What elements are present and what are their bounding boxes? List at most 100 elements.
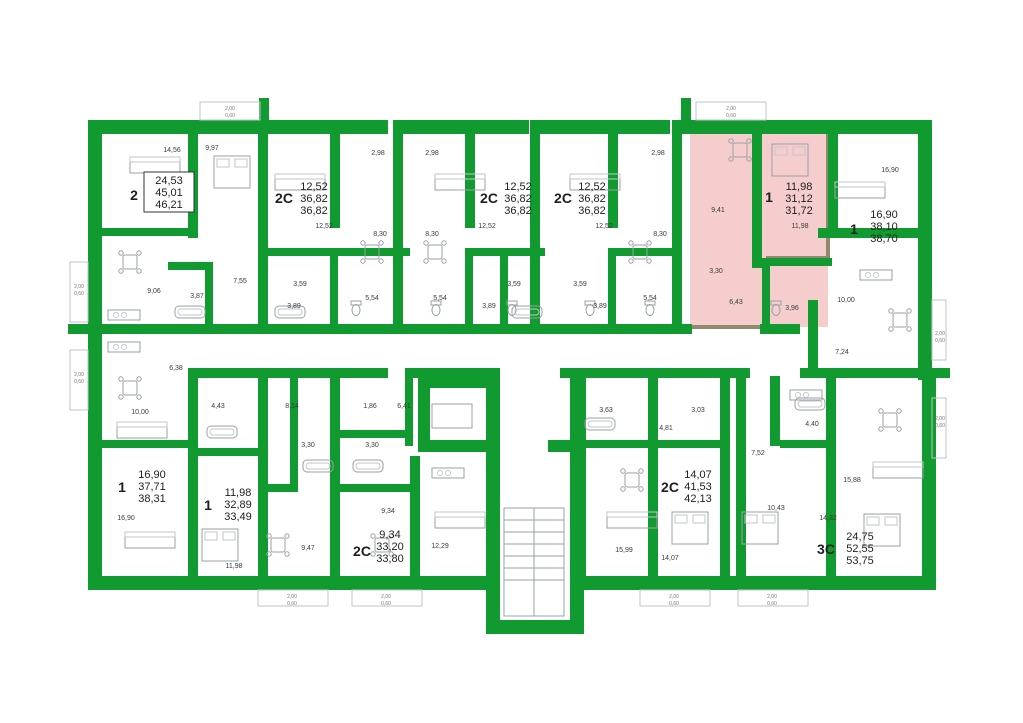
svg-text:6,38: 6,38 — [169, 365, 183, 372]
apartment-badges: 2 24,53 45,01 46,21 2С 12,52 36,82 36,82… — [118, 171, 898, 567]
svg-text:32,89: 32,89 — [224, 499, 252, 511]
room-labels: 14,56 9,97 2,98 2,98 2,98 16,90 12,52 8,… — [117, 145, 899, 570]
svg-text:14,07: 14,07 — [661, 555, 679, 562]
apartment-badge[interactable]: 2С 12,52 36,82 36,82 — [554, 181, 606, 217]
svg-text:41,53: 41,53 — [684, 481, 712, 493]
svg-text:36,82: 36,82 — [300, 205, 328, 217]
svg-text:2С: 2С — [353, 543, 371, 559]
svg-text:12,52: 12,52 — [478, 223, 496, 230]
svg-text:8,14: 8,14 — [285, 403, 299, 410]
svg-text:11,98: 11,98 — [786, 181, 813, 193]
svg-text:3С: 3С — [817, 541, 835, 557]
svg-text:0,60: 0,60 — [225, 113, 235, 119]
svg-text:4,81: 4,81 — [659, 425, 673, 432]
svg-text:36,82: 36,82 — [504, 193, 532, 205]
svg-text:10,00: 10,00 — [837, 297, 855, 304]
apartment-badge[interactable]: 1 11,98 32,89 33,49 — [204, 487, 252, 523]
svg-text:11,98: 11,98 — [225, 487, 252, 499]
svg-text:16,90: 16,90 — [881, 167, 899, 174]
svg-text:24,75: 24,75 — [846, 531, 874, 543]
svg-text:3,59: 3,59 — [293, 281, 307, 288]
svg-text:3,03: 3,03 — [691, 407, 705, 414]
svg-text:2,00: 2,00 — [74, 284, 84, 290]
svg-text:2,00: 2,00 — [287, 594, 297, 600]
apartment-badge[interactable]: 1 16,90 38,10 38,70 — [850, 209, 898, 245]
svg-text:2,98: 2,98 — [651, 150, 665, 157]
svg-text:3,96: 3,96 — [785, 305, 799, 312]
svg-text:5,54: 5,54 — [365, 295, 379, 302]
svg-text:0,60: 0,60 — [74, 291, 84, 297]
svg-text:2,98: 2,98 — [425, 150, 439, 157]
svg-text:9,41: 9,41 — [711, 207, 725, 214]
svg-text:2С: 2С — [661, 479, 679, 495]
svg-text:3,89: 3,89 — [482, 303, 496, 310]
svg-text:45,01: 45,01 — [155, 187, 183, 199]
svg-text:0,60: 0,60 — [767, 601, 777, 607]
svg-text:8,30: 8,30 — [653, 231, 667, 238]
svg-text:12,52: 12,52 — [504, 181, 532, 193]
svg-text:36,82: 36,82 — [578, 205, 606, 217]
apartment-badge[interactable]: 2 24,53 45,01 46,21 — [130, 171, 195, 213]
svg-text:2,00: 2,00 — [74, 372, 84, 378]
svg-text:9,97: 9,97 — [205, 145, 219, 152]
svg-text:0,60: 0,60 — [381, 601, 391, 607]
svg-text:36,82: 36,82 — [300, 193, 328, 205]
svg-text:0,60: 0,60 — [74, 379, 84, 385]
svg-text:12,29: 12,29 — [431, 543, 449, 550]
svg-text:3,89: 3,89 — [287, 303, 301, 310]
apartment-badge[interactable]: 3С 24,75 52,55 53,75 — [817, 531, 874, 567]
svg-text:0,60: 0,60 — [669, 601, 679, 607]
svg-text:12,52: 12,52 — [578, 181, 606, 193]
svg-text:12,52: 12,52 — [315, 223, 333, 230]
svg-text:31,72: 31,72 — [785, 205, 813, 217]
svg-text:33,80: 33,80 — [376, 553, 404, 565]
svg-text:7,24: 7,24 — [835, 349, 849, 356]
svg-text:12,52: 12,52 — [595, 223, 613, 230]
svg-text:3,30: 3,30 — [365, 442, 379, 449]
svg-text:9,47: 9,47 — [301, 545, 315, 552]
balconies — [69, 101, 947, 607]
svg-text:2: 2 — [130, 187, 138, 203]
apartment-badge[interactable]: 2С 12,52 36,82 36,82 — [480, 181, 532, 217]
svg-text:9,06: 9,06 — [147, 288, 161, 295]
svg-text:16,90: 16,90 — [117, 515, 135, 522]
svg-text:2,00: 2,00 — [767, 594, 777, 600]
svg-text:15,99: 15,99 — [615, 547, 633, 554]
svg-text:7,55: 7,55 — [233, 278, 247, 285]
walls — [68, 98, 950, 634]
svg-text:2С: 2С — [554, 190, 572, 206]
svg-text:3,87: 3,87 — [190, 293, 204, 300]
apartment-badge[interactable]: 1 16,90 37,71 38,31 — [118, 469, 166, 505]
svg-text:3,59: 3,59 — [507, 281, 521, 288]
svg-text:4,43: 4,43 — [211, 403, 225, 410]
svg-text:3,89: 3,89 — [593, 303, 607, 310]
svg-text:33,20: 33,20 — [376, 541, 404, 553]
apartment-badge[interactable]: 2С 12,52 36,82 36,82 — [275, 181, 328, 217]
svg-text:6,41: 6,41 — [397, 403, 411, 410]
svg-text:3,59: 3,59 — [573, 281, 587, 288]
svg-text:6,43: 6,43 — [729, 299, 743, 306]
svg-text:2,00: 2,00 — [669, 594, 679, 600]
svg-text:36,82: 36,82 — [504, 205, 532, 217]
svg-text:24,53: 24,53 — [155, 175, 183, 187]
svg-text:1: 1 — [204, 497, 212, 513]
svg-text:16,90: 16,90 — [870, 209, 898, 221]
svg-text:1: 1 — [765, 189, 773, 205]
svg-text:38,31: 38,31 — [138, 493, 166, 505]
svg-text:37,71: 37,71 — [138, 481, 166, 493]
svg-text:2С: 2С — [480, 190, 498, 206]
svg-text:36,82: 36,82 — [578, 193, 606, 205]
svg-text:2,00: 2,00 — [381, 594, 391, 600]
apartment-badge[interactable]: 1 11,98 31,12 31,72 — [765, 181, 813, 217]
svg-text:8,30: 8,30 — [425, 231, 439, 238]
svg-text:12,52: 12,52 — [300, 181, 328, 193]
svg-text:15,88: 15,88 — [843, 477, 861, 484]
svg-text:53,75: 53,75 — [846, 555, 874, 567]
apartment-badge[interactable]: 2С 14,07 41,53 42,13 — [661, 469, 712, 505]
balcony-labels: 2,00 0,60 2,00 0,60 2,00 0,60 2,00 0,60 … — [74, 106, 945, 607]
svg-text:10,43: 10,43 — [767, 505, 785, 512]
svg-text:0,60: 0,60 — [935, 338, 945, 344]
apartment-badge[interactable]: 2С 9,34 33,20 33,80 — [353, 529, 404, 565]
svg-text:42,13: 42,13 — [684, 493, 712, 505]
svg-text:0,60: 0,60 — [287, 601, 297, 607]
